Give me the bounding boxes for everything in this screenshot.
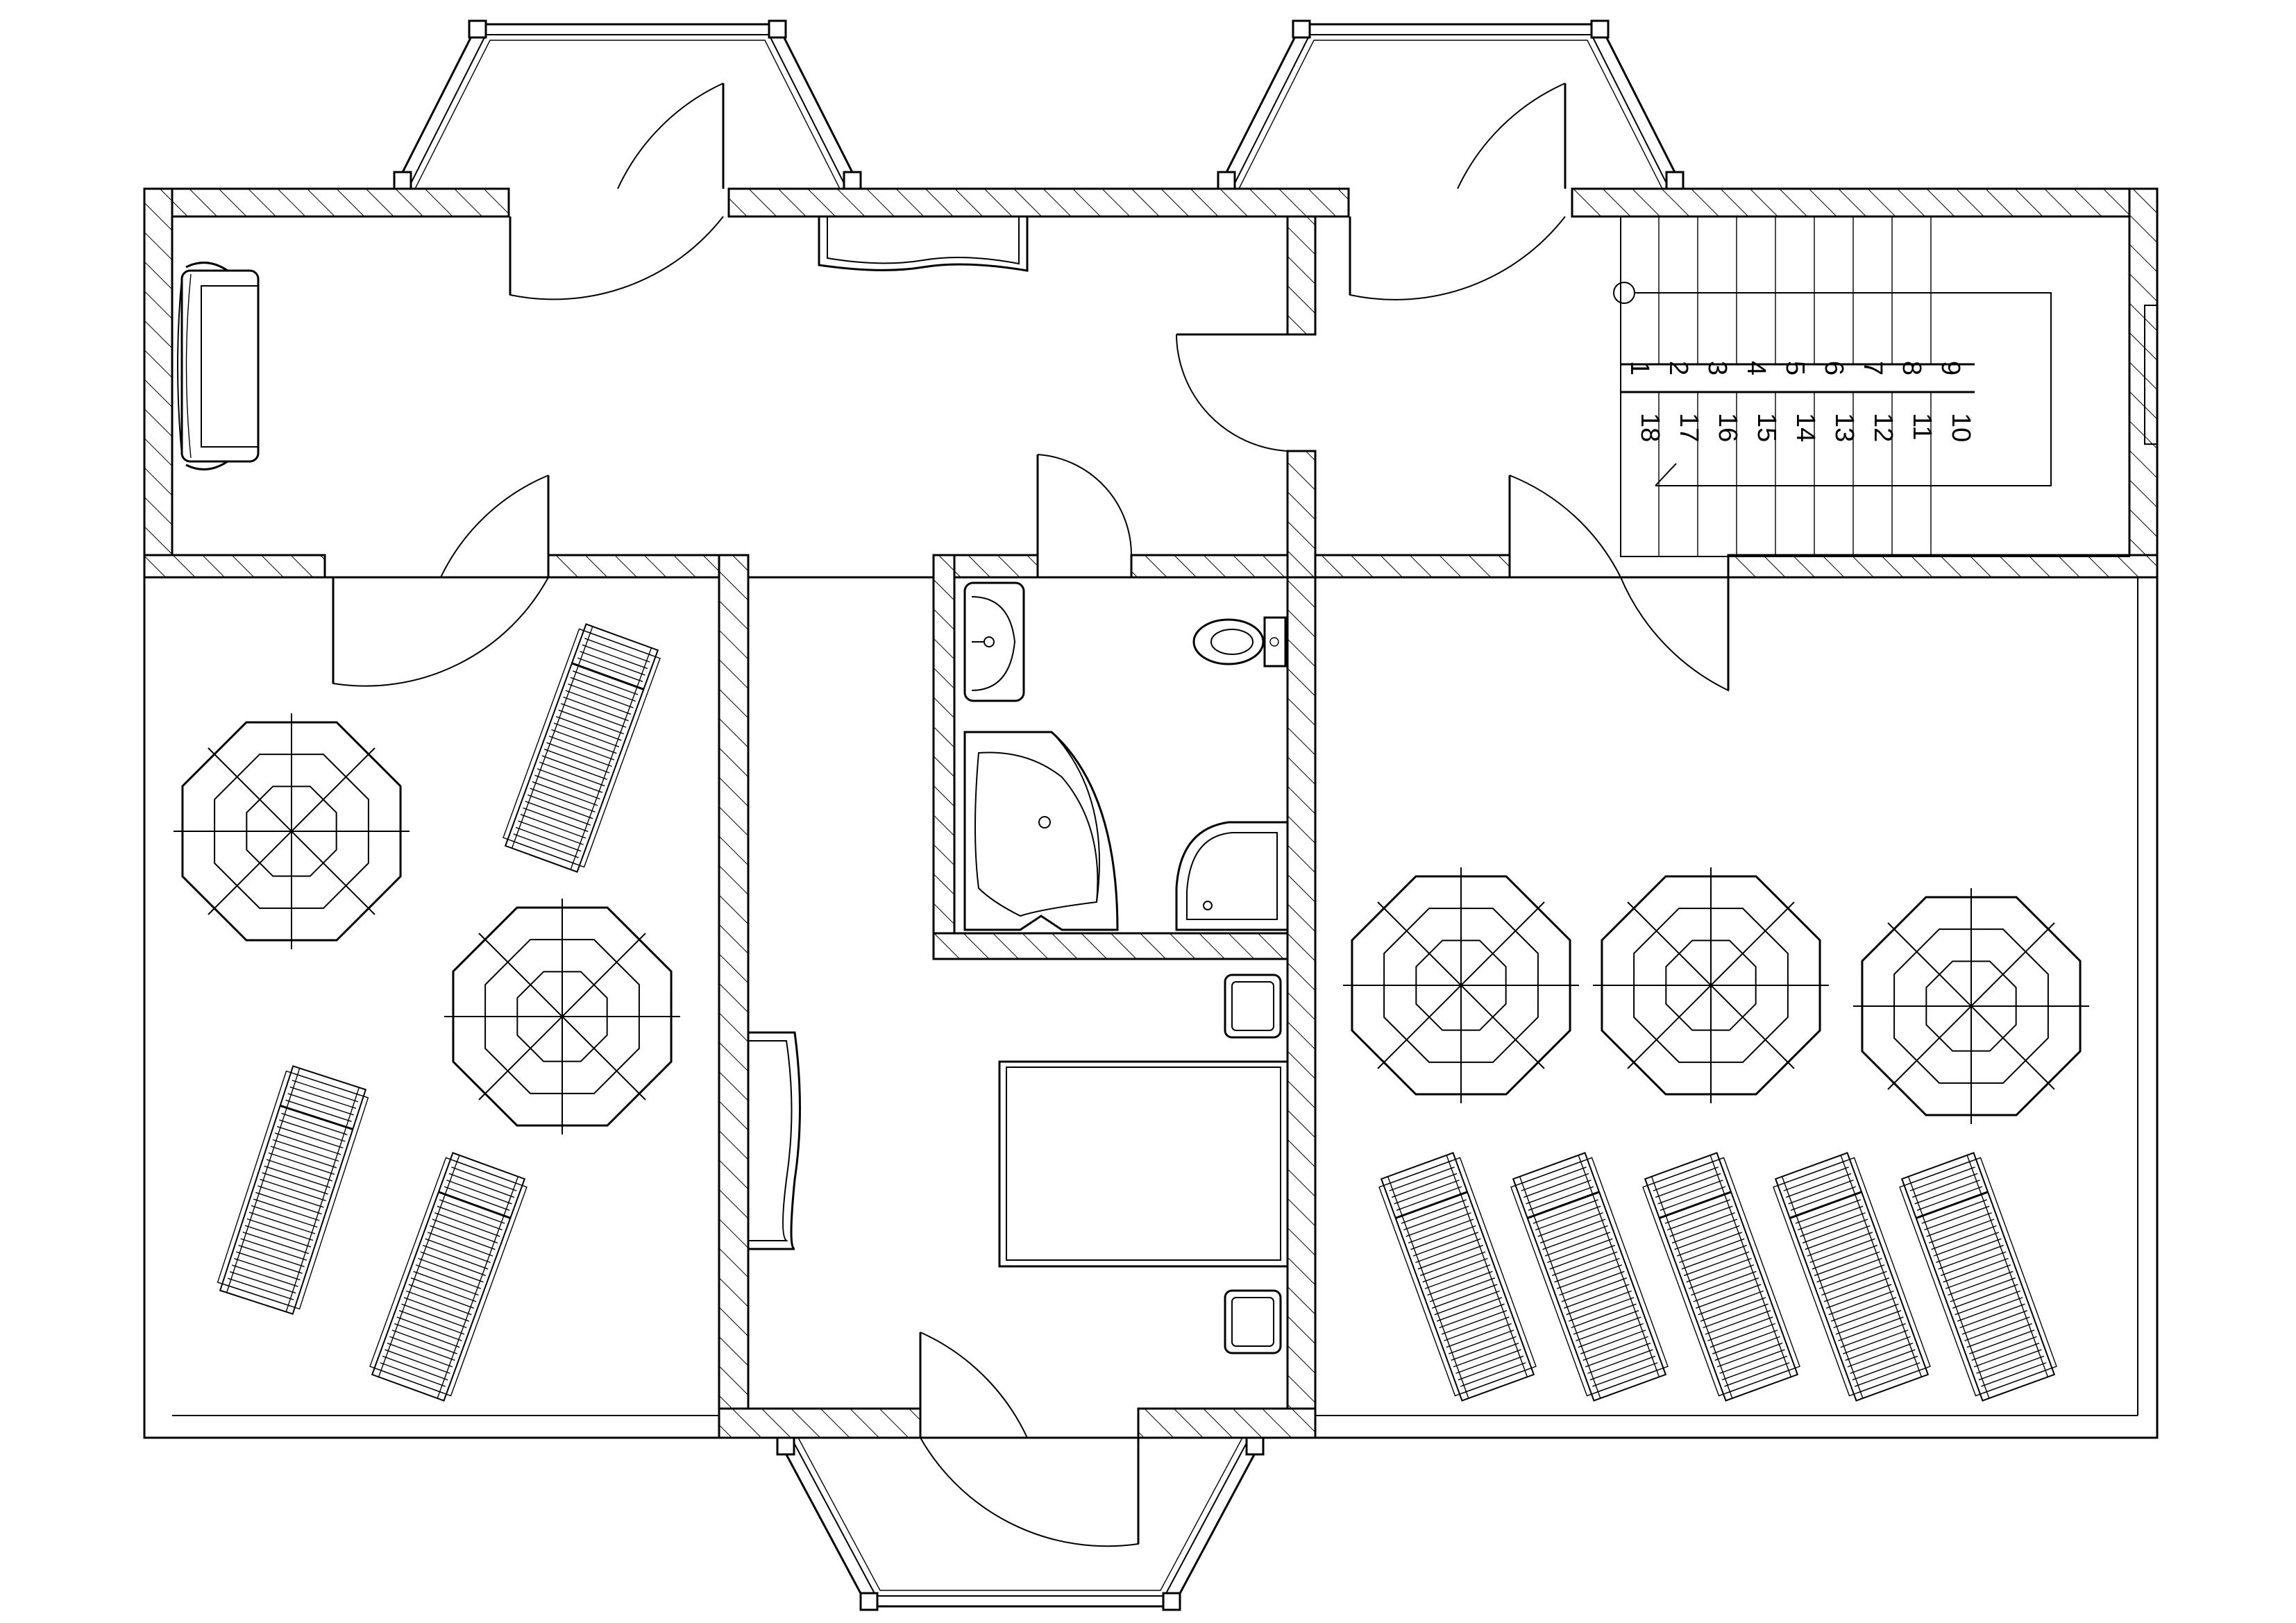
- radiator-icon: [818, 215, 1029, 272]
- corner-bath-icon: [963, 731, 1119, 931]
- shower-tray-icon: [1175, 821, 1289, 931]
- sink-icon: [963, 581, 1025, 702]
- parasol-icon: [1816, 851, 2127, 1162]
- parasol-icon: [136, 676, 447, 987]
- nightstand-icon: [1224, 1289, 1282, 1354]
- sunbed-icon: [1376, 1150, 1539, 1404]
- parasol-icon: [407, 861, 718, 1172]
- radiator-icon: [747, 1031, 801, 1250]
- sunbed-icon: [500, 621, 664, 875]
- sunbed-icon: [1770, 1150, 1934, 1404]
- bay-window-top-right: [1217, 19, 1685, 190]
- bay-window-bottom: [776, 1436, 1265, 1611]
- staircase: 1 2 3 4 5 6 7 8 9 18 17 16 15 14 13 12 1…: [1613, 216, 2130, 557]
- step-number: 10: [1946, 413, 1975, 442]
- step-number: 3: [1703, 361, 1732, 375]
- sunbed-icon: [1896, 1150, 2060, 1404]
- double-bed-icon: [998, 1060, 1289, 1268]
- sunbed-icon: [1508, 1150, 1671, 1404]
- parasol-icon: [1306, 830, 1617, 1141]
- sunbed-icon: [366, 1150, 530, 1404]
- doors: [332, 83, 1730, 1547]
- step-number: 18: [1635, 413, 1664, 442]
- step-number: 7: [1858, 361, 1887, 375]
- step-number: 6: [1819, 361, 1848, 375]
- step-numbers-upper: 1 2 3 4 5 6 7 8 9: [1625, 361, 1965, 375]
- step-number: 13: [1830, 413, 1859, 442]
- side-window: [2144, 305, 2158, 445]
- step-number: 14: [1791, 413, 1820, 442]
- sunbed-icon: [1639, 1150, 1803, 1404]
- step-number: 5: [1780, 361, 1809, 375]
- parasol-icon: [1555, 830, 1866, 1141]
- walls: [143, 187, 2159, 1439]
- step-number: 16: [1713, 413, 1742, 442]
- step-number: 17: [1674, 413, 1703, 442]
- step-number: 15: [1752, 413, 1781, 442]
- step-number: 1: [1625, 361, 1654, 375]
- step-number: 8: [1897, 361, 1926, 375]
- step-numbers-lower: 18 17 16 15 14 13 12 11 10: [1635, 413, 1975, 442]
- sofa-icon: [177, 262, 260, 470]
- step-number: 11: [1907, 413, 1936, 440]
- toilet-icon: [1192, 616, 1287, 668]
- step-number: 4: [1741, 361, 1771, 375]
- step-number: 12: [1868, 413, 1898, 442]
- step-number: 9: [1936, 361, 1965, 375]
- bay-window-top-left: [393, 19, 862, 190]
- nightstand-icon: [1224, 974, 1282, 1039]
- step-number: 2: [1664, 361, 1693, 375]
- sunbed-icon: [214, 1063, 371, 1317]
